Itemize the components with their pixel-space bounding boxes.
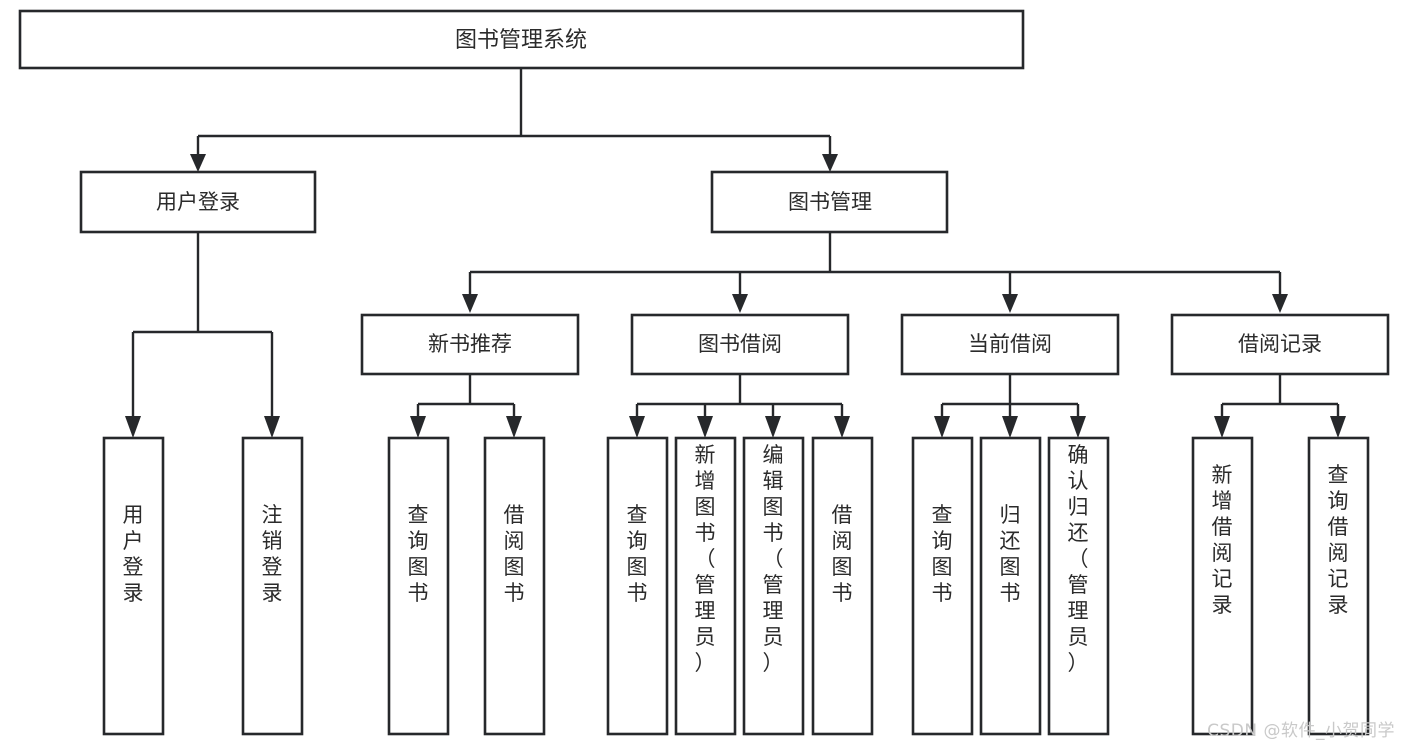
node-leaf-return-book-label: 归还图书 <box>1000 503 1021 605</box>
node-leaf-edit-book-label: 编辑图书（管理员） <box>763 443 784 675</box>
node-leaf-return-book-box[interactable] <box>979 436 1042 736</box>
node-leaf-edit-book[interactable]: 编辑图书（管理员） <box>742 436 805 736</box>
node-leaf-return-book[interactable]: 归还图书 <box>979 436 1042 736</box>
connector-group-current-borrow <box>934 374 1086 438</box>
node-user-login[interactable]: 用户登录 <box>79 170 317 234</box>
arrowhead-leaf-borrow-book-1 <box>506 416 522 438</box>
watermark-text: CSDN @软件_小贺同学 <box>1207 721 1395 741</box>
connector-group-book-management <box>462 232 1288 313</box>
connector-group-root <box>190 68 838 172</box>
arrowhead-leaf-confirm-return <box>1070 416 1086 438</box>
node-leaf-borrow-book-2-box[interactable] <box>811 436 874 736</box>
arrowhead-leaf-add-book <box>697 416 713 438</box>
node-leaf-query-book-2-box[interactable] <box>606 436 669 736</box>
node-current-borrow-label: 当前借阅 <box>968 332 1052 356</box>
node-leaf-add-record[interactable]: 新增借阅记录 <box>1191 436 1254 736</box>
node-leaf-borrow-book-2-label: 借阅图书 <box>832 503 853 605</box>
node-leaf-add-book-label: 新增图书（管理员） <box>695 443 716 675</box>
node-leaf-query-record-box[interactable] <box>1307 436 1370 736</box>
arrowhead-book-borrow <box>732 294 748 313</box>
node-book-management-box[interactable] <box>710 170 949 234</box>
node-leaf-user-login-label: 用户登录 <box>123 503 144 605</box>
node-leaf-edit-book-box[interactable] <box>742 436 805 736</box>
arrowhead-leaf-query-book-3 <box>934 416 950 438</box>
node-leaf-query-book-1-label: 查询图书 <box>408 503 429 605</box>
connector-group-user-login <box>125 232 280 438</box>
node-borrow-record-box[interactable] <box>1170 313 1390 376</box>
node-leaf-user-login[interactable]: 用户登录 <box>102 436 165 736</box>
arrowhead-leaf-query-record <box>1330 416 1346 438</box>
node-leaf-add-book-box[interactable] <box>674 436 737 736</box>
node-leaf-query-record-label: 查询借阅记录 <box>1328 463 1349 617</box>
node-leaf-borrow-book-1-label: 借阅图书 <box>504 503 525 605</box>
arrowhead-leaf-query-book-2 <box>629 416 645 438</box>
node-leaf-query-book-2-label: 查询图书 <box>627 503 648 605</box>
node-book-management-label: 图书管理 <box>788 190 872 214</box>
node-new-book-recommend[interactable]: 新书推荐 <box>360 313 580 376</box>
node-leaf-borrow-book-1[interactable]: 借阅图书 <box>483 436 546 736</box>
node-book-borrow-box[interactable] <box>630 313 850 376</box>
node-leaf-logout-login[interactable]: 注销登录 <box>241 436 304 736</box>
node-root-label: 图书管理系统 <box>455 28 587 53</box>
arrowhead-borrow-record <box>1272 294 1288 313</box>
node-borrow-record-label: 借阅记录 <box>1238 332 1322 356</box>
node-leaf-add-record-box[interactable] <box>1191 436 1254 736</box>
connector-group-borrow-record <box>1214 374 1346 438</box>
node-user-login-box[interactable] <box>79 170 317 234</box>
arrowhead-leaf-edit-book <box>765 416 781 438</box>
node-root-box[interactable] <box>18 9 1025 70</box>
node-current-borrow[interactable]: 当前借阅 <box>900 313 1120 376</box>
arrowhead-leaf-logout-login <box>264 416 280 438</box>
connector-group-book-borrow <box>629 374 850 438</box>
node-leaf-query-record[interactable]: 查询借阅记录 <box>1307 436 1370 736</box>
arrowhead-book-management <box>822 154 838 172</box>
node-leaf-query-book-2[interactable]: 查询图书 <box>606 436 669 736</box>
node-leaf-query-book-1[interactable]: 查询图书 <box>387 436 450 736</box>
node-leaf-user-login-box[interactable] <box>102 436 165 736</box>
node-leaf-add-record-label: 新增借阅记录 <box>1212 463 1233 617</box>
arrowhead-leaf-borrow-book-2 <box>834 416 850 438</box>
node-borrow-record[interactable]: 借阅记录 <box>1170 313 1390 376</box>
node-new-book-recommend-label: 新书推荐 <box>428 332 512 356</box>
node-new-book-recommend-box[interactable] <box>360 313 580 376</box>
node-book-management[interactable]: 图书管理 <box>710 170 949 234</box>
node-book-borrow-label: 图书借阅 <box>698 332 782 356</box>
node-user-login-label: 用户登录 <box>156 190 240 214</box>
node-leaf-logout-login-box[interactable] <box>241 436 304 736</box>
node-leaf-confirm-return[interactable]: 确认归还（管理员） <box>1047 436 1110 736</box>
arrowhead-current-borrow <box>1002 294 1018 313</box>
node-leaf-query-book-1-box[interactable] <box>387 436 450 736</box>
node-leaf-query-book-3-box[interactable] <box>911 436 974 736</box>
node-leaf-query-book-3[interactable]: 查询图书 <box>911 436 974 736</box>
node-current-borrow-box[interactable] <box>900 313 1120 376</box>
node-leaf-logout-login-label: 注销登录 <box>262 503 283 605</box>
node-leaf-confirm-return-label: 确认归还（管理员） <box>1068 443 1089 675</box>
arrowhead-leaf-add-record <box>1214 416 1230 438</box>
arrowhead-leaf-user-login <box>125 416 141 438</box>
node-leaf-borrow-book-2[interactable]: 借阅图书 <box>811 436 874 736</box>
node-leaf-add-book[interactable]: 新增图书（管理员） <box>674 436 737 736</box>
node-root[interactable]: 图书管理系统 <box>18 9 1025 70</box>
node-book-borrow[interactable]: 图书借阅 <box>630 313 850 376</box>
node-leaf-borrow-book-1-box[interactable] <box>483 436 546 736</box>
node-leaf-confirm-return-box[interactable] <box>1047 436 1110 736</box>
arrowhead-new-book-recommend <box>462 294 478 313</box>
arrowhead-user-login <box>190 154 206 172</box>
connector-group-new-book-recommend <box>410 374 522 438</box>
node-leaf-query-book-3-label: 查询图书 <box>932 503 953 605</box>
arrowhead-leaf-return-book <box>1002 416 1018 438</box>
arrowhead-leaf-query-book-1 <box>410 416 426 438</box>
